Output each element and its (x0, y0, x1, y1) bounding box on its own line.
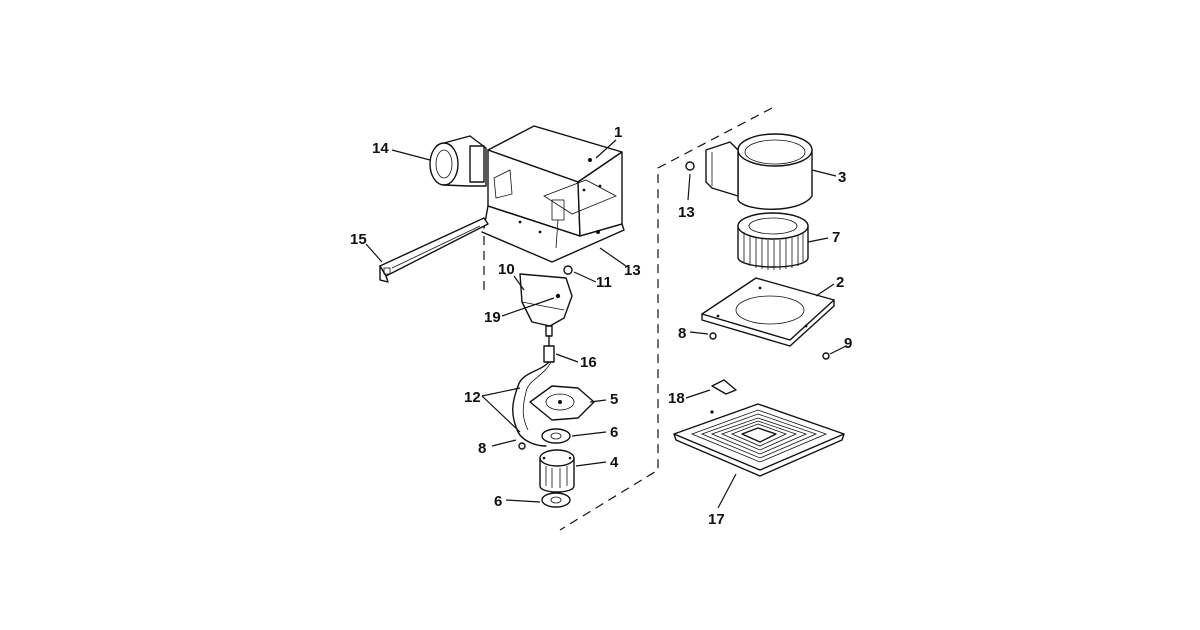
callout-label: 3 (838, 169, 846, 186)
callout-label: 5 (610, 391, 618, 408)
callout-label: 6 (494, 493, 502, 510)
callout-label: 8 (478, 440, 486, 457)
leader-lines (365, 139, 847, 509)
screw-part (822, 352, 830, 360)
mounting-plate-part (701, 277, 835, 347)
screw-part (709, 332, 717, 340)
callout-label: 6 (610, 424, 618, 441)
wire-harness-part (512, 361, 550, 447)
callout-label: 10 (498, 261, 515, 278)
callout-label: 18 (668, 390, 685, 407)
screw-part (518, 442, 526, 450)
wiring-box-part (519, 273, 573, 337)
mounting-bracket-part (379, 217, 489, 283)
callout-label: 15 (350, 231, 367, 248)
screw-part (685, 161, 695, 171)
callout-label: 14 (372, 140, 389, 157)
callout-label: 7 (832, 229, 840, 246)
callout-label: 17 (708, 511, 725, 528)
grille-part (673, 403, 845, 477)
callout-label: 19 (484, 309, 501, 326)
assembly-boundary-line (559, 107, 773, 531)
callout-label: 1 (614, 124, 622, 141)
callout-label: 8 (678, 325, 686, 342)
callout-label: 13 (624, 262, 641, 279)
duct-collar-part (429, 135, 487, 187)
motor-mount-lower-part (541, 492, 571, 508)
connector-part (543, 335, 555, 363)
housing-part (481, 125, 625, 263)
blower-wheel-part (737, 212, 809, 270)
callout-label: 4 (610, 454, 619, 471)
callout-label: 13 (678, 204, 695, 221)
callout-label: 12 (464, 389, 481, 406)
motor-mount-upper-part (541, 428, 571, 444)
callout-label: 2 (836, 274, 844, 291)
callout-label: 9 (844, 335, 852, 352)
screw-part (563, 265, 573, 275)
motor-plate-part (529, 385, 595, 421)
callout-label: 16 (580, 354, 597, 371)
grille-clip-part (711, 379, 737, 395)
callout-label: 11 (596, 274, 612, 291)
motor-part (539, 449, 575, 493)
blower-scroll-part (705, 133, 813, 210)
